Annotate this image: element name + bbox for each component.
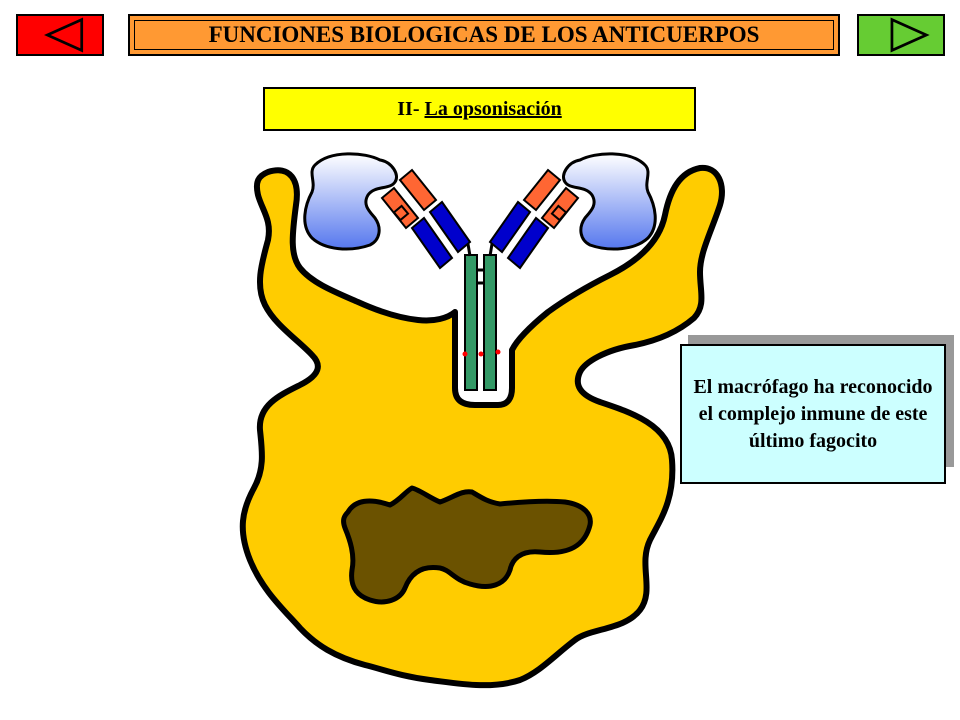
light-chain-right-outer bbox=[506, 216, 550, 270]
triangle-left-icon bbox=[44, 17, 84, 53]
next-button[interactable] bbox=[857, 14, 945, 56]
macrophage-cell bbox=[239, 164, 725, 689]
fc-receptor-dot bbox=[478, 351, 484, 357]
section-heading: II- La opsonisación bbox=[263, 87, 696, 131]
antigen-right bbox=[562, 152, 657, 251]
light-chain-left-outer bbox=[410, 216, 454, 270]
heavy-chain-left bbox=[464, 254, 478, 391]
previous-button[interactable] bbox=[16, 14, 104, 56]
page-title: FUNCIONES BIOLOGICAS DE LOS ANTICUERPOS bbox=[208, 22, 760, 47]
title-banner: FUNCIONES BIOLOGICAS DE LOS ANTICUERPOS bbox=[128, 14, 840, 56]
variable-domain-right-2 bbox=[522, 168, 562, 212]
antibody bbox=[380, 168, 580, 391]
fc-receptor-dot bbox=[462, 351, 468, 357]
section-number: II- bbox=[397, 97, 420, 120]
antigen-left bbox=[303, 152, 398, 251]
note-text: El macrófago ha reconocido el complejo i… bbox=[693, 375, 933, 452]
variable-domain-left-2 bbox=[398, 168, 438, 212]
light-chain-left-inner bbox=[428, 200, 472, 254]
triangle-right-icon bbox=[890, 17, 930, 53]
light-chain-right-inner bbox=[488, 200, 532, 254]
macrophage-nucleus bbox=[341, 485, 593, 605]
explanation-note: El macrófago ha reconocido el complejo i… bbox=[680, 344, 946, 484]
section-title: La opsonisación bbox=[424, 97, 562, 120]
heavy-chain-right bbox=[483, 254, 497, 391]
fc-receptor-dot bbox=[495, 349, 501, 355]
